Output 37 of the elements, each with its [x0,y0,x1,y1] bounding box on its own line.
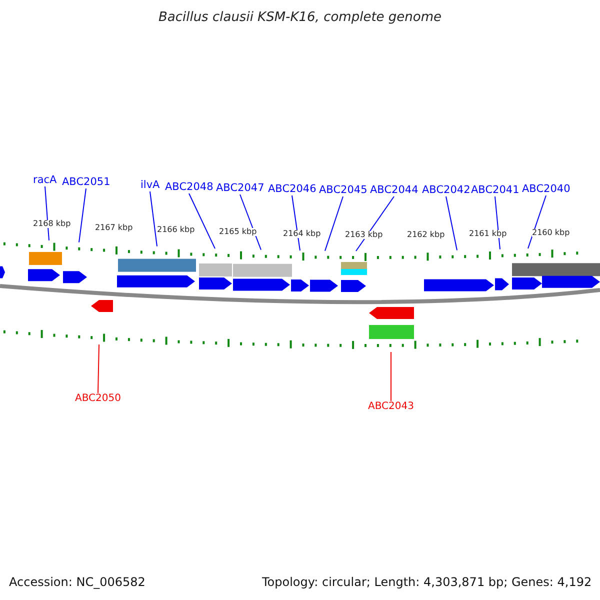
scale-label: 2161 kbp [469,230,507,238]
leader-line [98,344,100,394]
gene-label: ABC2046 [268,184,316,194]
gene-label: ilvA [140,180,160,190]
leader-line [446,196,458,251]
leader-line [292,195,300,251]
scale-label: 2164 kbp [283,230,321,238]
gene-label: ABC2040 [522,184,570,194]
leader-line [356,196,394,252]
gene-label: racA [33,174,57,185]
gene-label: ABC2044 [370,184,418,195]
gene-label: ABC2051 [62,176,110,187]
genome-info-text: Topology: circular; Length: 4,303,871 bp; Genes: 4,192 [262,576,592,588]
accession-text: Accession: NC_006582 [9,576,146,588]
scale-label: 2168 kbp [33,220,71,228]
gene-label: ABC2041 [471,184,520,195]
leader-line [528,195,546,249]
leader-line [150,191,158,247]
scale-label: 2167 kbp [95,224,133,232]
scale-ruler [3,330,578,349]
scale-label: 2165 kbp [219,228,257,236]
gene-label: ABC2047 [216,182,264,193]
gene-label: ABC2050 [75,394,121,404]
gene-label: ABC2048 [165,182,214,192]
gene-label: ABC2045 [319,184,368,195]
title: Bacillus clausii KSM-K16, complete genome [157,11,443,24]
gene-label: ABC2042 [422,184,470,195]
leader-line [188,193,216,250]
scale-ruler [3,242,578,261]
scale-label: 2160 kbp [532,229,570,237]
leader-line [324,196,344,252]
leader-line [240,194,262,250]
leader-line [390,351,392,402]
leader-line [78,188,86,243]
scale-label: 2163 kbp [345,231,383,239]
scale-label: 2166 kbp [157,226,195,234]
gene-label: ABC2043 [368,402,414,412]
